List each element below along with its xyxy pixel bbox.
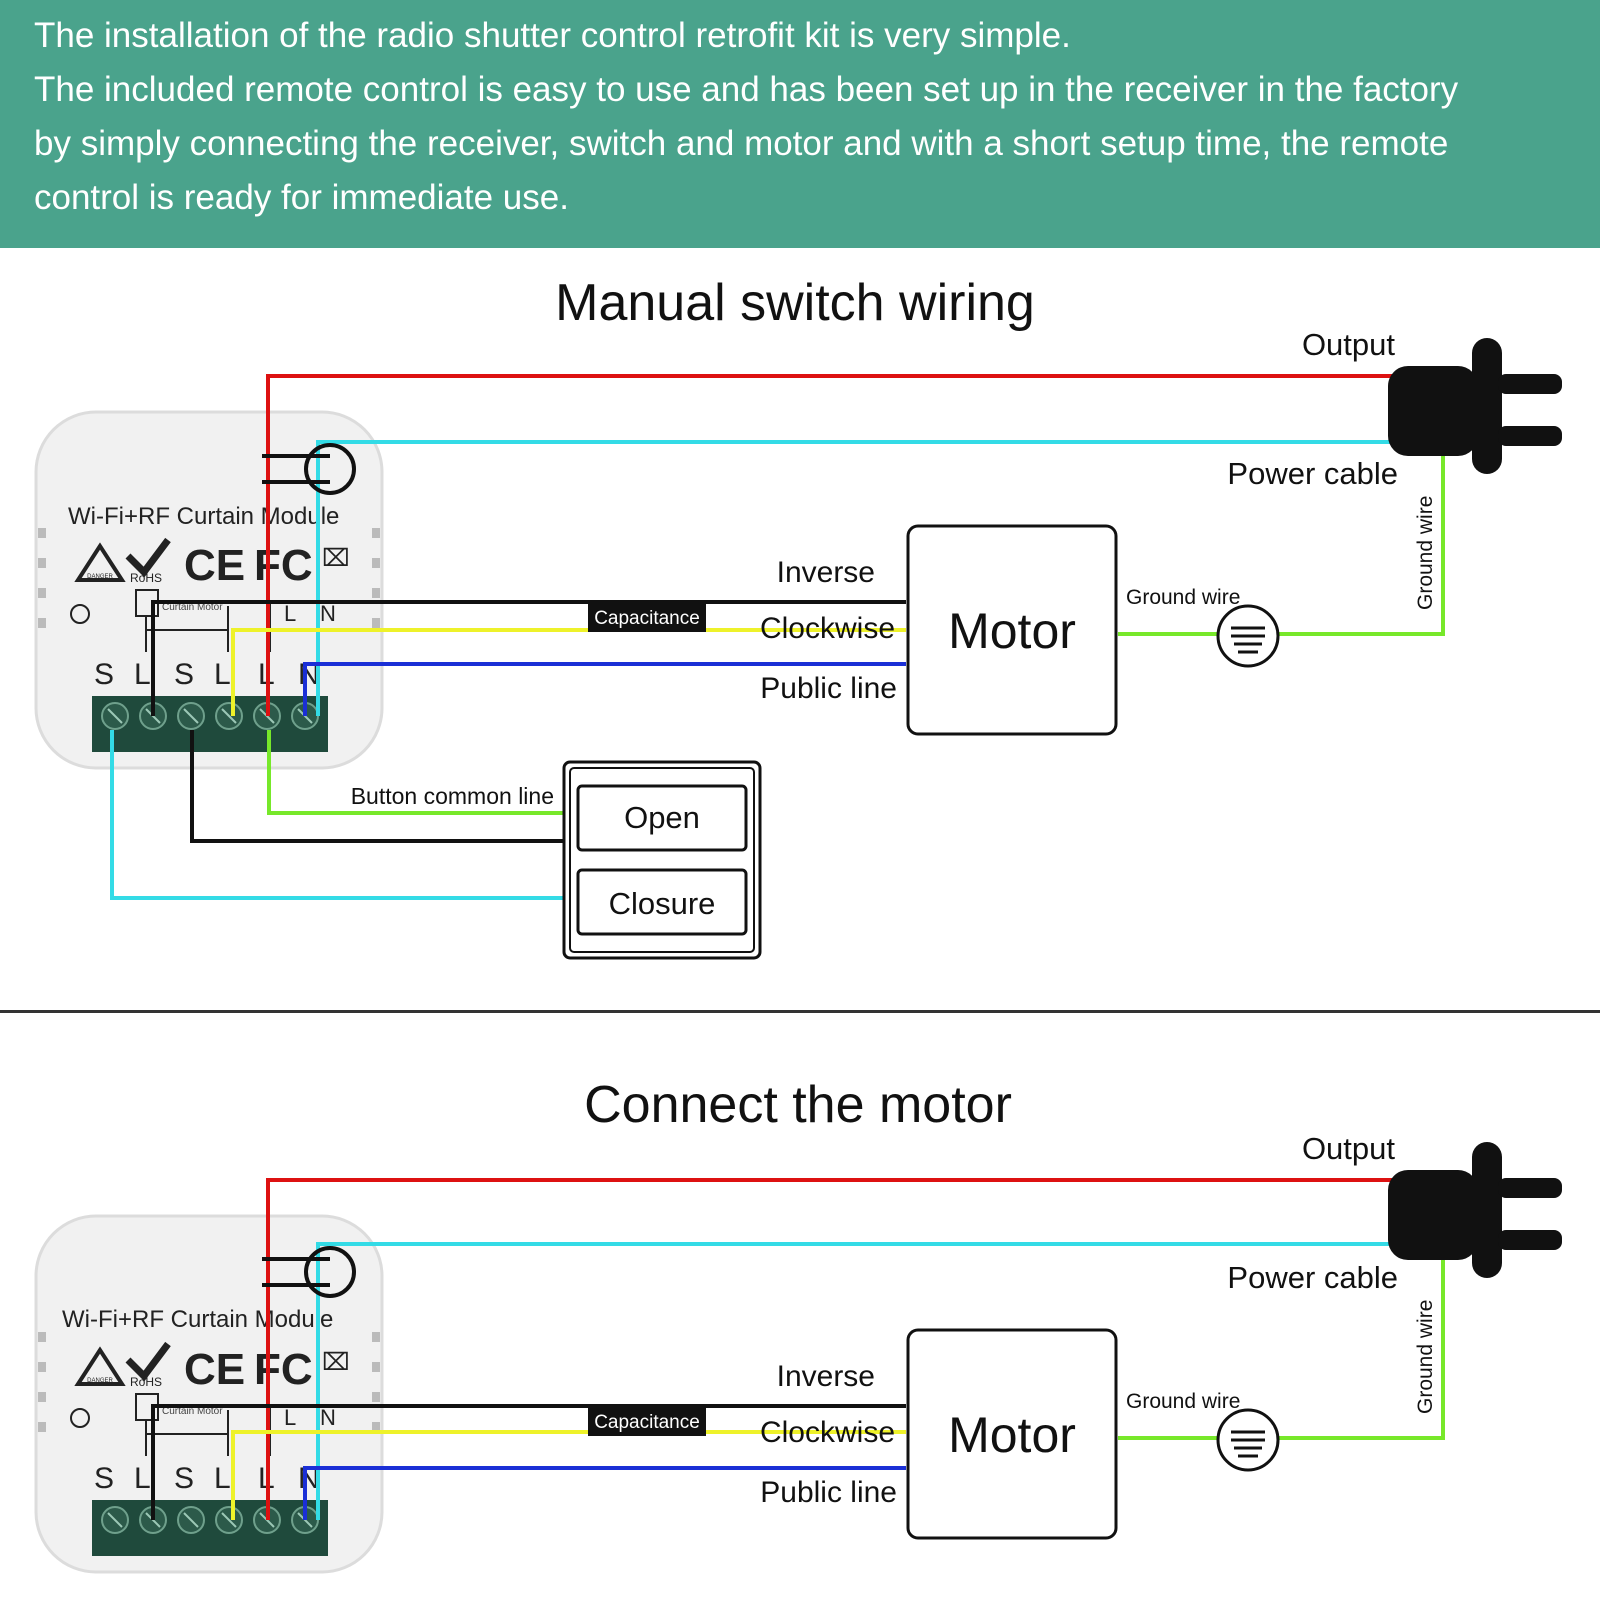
danger-icon	[74, 542, 126, 582]
svg-text:DANGER: DANGER	[87, 574, 113, 580]
cyan-neutral-wire-1	[316, 440, 1396, 716]
clockwise-label-2: Clockwise	[760, 1416, 895, 1449]
closure-button-label: Closure	[609, 886, 716, 921]
intro-line-3: by simply connecting the receiver, switc…	[34, 124, 1449, 163]
ground-wire-label-1: Ground wire	[1126, 586, 1240, 609]
capacitance-label-box-1	[588, 604, 706, 632]
curtain-module-1: Wi-Fi+RF Curtain Module DANGER RoHS CE F…	[34, 410, 384, 770]
danger-icon	[74, 1346, 126, 1386]
svg-text:S: S	[174, 1462, 194, 1495]
motor-label-2: Motor	[948, 1407, 1076, 1463]
weee-bin-icon: ⌧	[322, 545, 350, 572]
motor-box-2	[906, 1328, 1118, 1540]
blue-public-wire-1	[303, 662, 906, 716]
capacitance-label-2: Capacitance	[594, 1412, 700, 1433]
curtain-module-2: Wi-Fi+RF Curtain Module DANGER RoHS CE F…	[34, 1214, 384, 1574]
earth-icon	[70, 1408, 90, 1428]
antenna-loop-1	[304, 443, 356, 495]
diagram-manual-switch: Manual switch wiring Wi-Fi+RF Curtain Mo…	[34, 274, 1562, 960]
svg-text:S: S	[174, 658, 194, 691]
check-icon	[125, 537, 171, 578]
power-plug-icon	[1388, 1142, 1562, 1278]
blue-public-wire-2	[303, 1466, 906, 1520]
motor-box-1	[906, 524, 1118, 736]
module-name: Wi-Fi+RF Curtain Module	[68, 503, 339, 530]
button-common-label: Button common line	[351, 783, 554, 809]
public-line-label-2: Public line	[760, 1476, 897, 1509]
power-plug-icon	[1388, 338, 1562, 474]
black-button-wire	[190, 730, 564, 843]
svg-text:N: N	[320, 1405, 336, 1430]
intro-line-1: The installation of the radio shutter co…	[34, 16, 1071, 55]
svg-text:L: L	[214, 1462, 231, 1495]
public-line-label-1: Public line	[760, 672, 897, 705]
motor-label-1: Motor	[948, 603, 1076, 659]
black-inverse-wire-2	[151, 1404, 906, 1520]
ground-wire-vertical-label-1: Ground wire	[1414, 496, 1437, 610]
black-inverse-wire-1	[151, 600, 906, 716]
intro-line-4: control is ready for immediate use.	[34, 178, 569, 217]
section-divider	[0, 1010, 1600, 1013]
ground-wire-vertical-label-2: Ground wire	[1414, 1300, 1437, 1414]
open-button-label: Open	[624, 800, 700, 835]
power-cable-label-1: Power cable	[1227, 456, 1398, 491]
inverse-label-2: Inverse	[777, 1360, 875, 1393]
fcc-mark-icon: FC	[254, 541, 313, 590]
intro-line-2: The included remote control is easy to u…	[34, 70, 1459, 109]
diagram2-title: Connect the motor	[584, 1076, 1012, 1134]
svg-text:L: L	[284, 1405, 296, 1430]
power-cable-label-2: Power cable	[1227, 1260, 1398, 1295]
svg-text:Curtain Motor: Curtain Motor	[162, 602, 223, 613]
output-label-2: Output	[1302, 1131, 1395, 1166]
svg-text:S: S	[94, 1462, 114, 1495]
svg-text:L: L	[214, 658, 231, 691]
green-button-common-wire	[267, 730, 564, 815]
capacitance-label-1: Capacitance	[594, 608, 700, 629]
svg-text:RoHS: RoHS	[130, 1375, 162, 1389]
diagram-connect-motor: Connect the motor Wi-Fi+RF Curtain Modul…	[34, 1076, 1562, 1574]
inverse-label-1: Inverse	[777, 556, 875, 589]
ce-mark-icon: CE	[184, 541, 245, 590]
antenna-loop-2	[304, 1246, 356, 1298]
check-icon	[125, 1341, 171, 1382]
fcc-mark-icon: FC	[254, 1345, 313, 1394]
manual-switch-panel: Open Closure	[562, 760, 762, 960]
capacitance-label-box-2	[588, 1408, 706, 1436]
svg-text:L: L	[134, 658, 151, 691]
diagram1-title: Manual switch wiring	[555, 274, 1035, 332]
ground-symbol-icon	[1216, 604, 1280, 668]
svg-text:S: S	[94, 658, 114, 691]
cyan-button-wire	[110, 730, 564, 900]
clockwise-label-1: Clockwise	[760, 612, 895, 645]
ce-mark-icon: CE	[184, 1345, 245, 1394]
ground-symbol-icon	[1216, 1408, 1280, 1472]
module-name-2: Wi-Fi+RF Curtain Module	[62, 1306, 333, 1333]
svg-text:N: N	[320, 601, 336, 626]
closure-button[interactable]	[576, 868, 748, 936]
svg-text:DANGER: DANGER	[87, 1378, 113, 1384]
earth-icon	[70, 604, 90, 624]
svg-text:RoHS: RoHS	[130, 571, 162, 585]
open-button[interactable]	[576, 784, 748, 852]
output-label-1: Output	[1302, 327, 1395, 362]
svg-text:L: L	[134, 1462, 151, 1495]
svg-text:Curtain Motor: Curtain Motor	[162, 1406, 223, 1417]
weee-bin-icon: ⌧	[322, 1349, 350, 1376]
ground-wire-label-2: Ground wire	[1126, 1390, 1240, 1413]
svg-text:L: L	[284, 601, 296, 626]
intro-banner: The installation of the radio shutter co…	[0, 0, 1600, 248]
cyan-neutral-wire-2	[316, 1242, 1396, 1520]
